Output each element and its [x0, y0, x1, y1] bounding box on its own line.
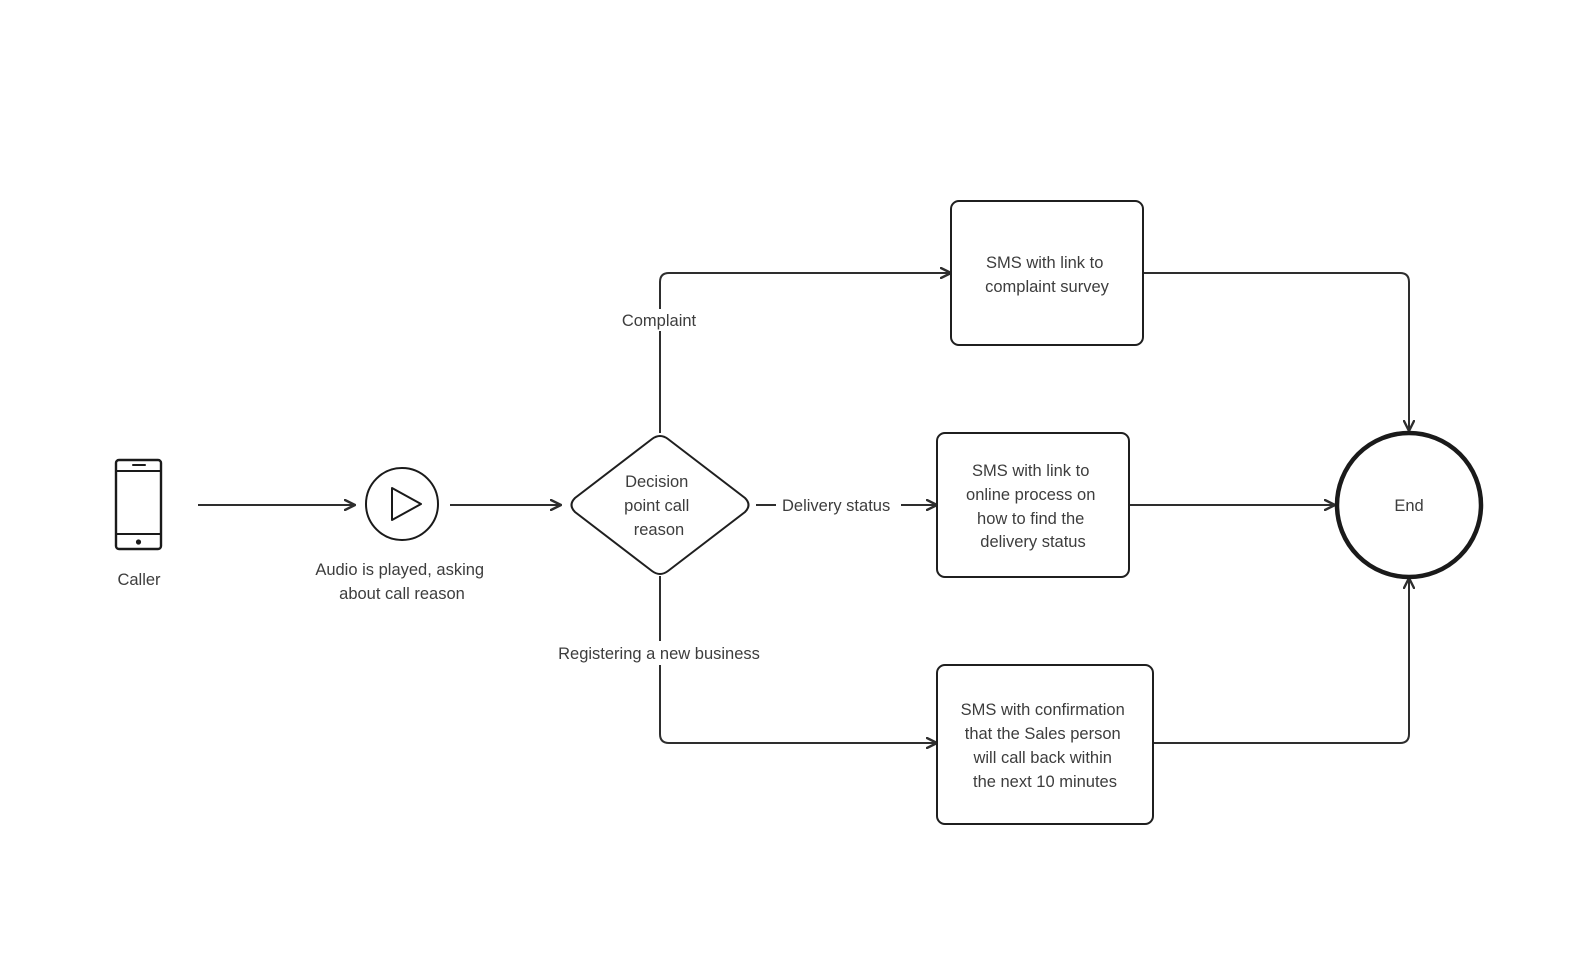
decision-label: Decision point call reason: [624, 473, 694, 539]
edge-complaint-to-end: [1142, 272, 1409, 430]
sms-sales-label: SMS with confirmation that the Sales per…: [961, 701, 1130, 791]
sms-complaint-label-line: SMS with link to: [986, 254, 1103, 272]
end-node: End: [1334, 430, 1484, 580]
sms-sales-label-line: SMS with confirmation: [961, 701, 1125, 719]
sms-complaint-label-line: complaint survey: [985, 278, 1110, 296]
decision-label-line: Decision: [625, 473, 688, 491]
decision-node: Decision point call reason: [570, 435, 750, 575]
caller-label: Caller: [117, 571, 161, 589]
sms-delivery-node: SMS with link to online process on how t…: [936, 432, 1130, 578]
edge-new-business-2: [659, 665, 936, 743]
sms-sales-label-line: that the Sales person: [965, 725, 1121, 743]
decision-label-line: reason: [634, 521, 684, 539]
edge-label-delivery: Delivery status: [782, 497, 890, 515]
audio-label: Audio is played, asking about call reaso…: [315, 561, 488, 603]
play-icon: [365, 467, 439, 541]
sms-complaint-label: SMS with link to complaint survey: [985, 254, 1110, 296]
audio-label-line: Audio is played, asking: [315, 561, 484, 579]
sms-delivery-label: SMS with link to online process on how t…: [966, 462, 1100, 551]
sms-complaint-node: SMS with link to complaint survey: [950, 200, 1144, 346]
edge-sales-to-end: [1153, 579, 1409, 744]
decision-label-line: point call: [624, 497, 689, 515]
edge-label-complaint: Complaint: [622, 312, 697, 330]
sms-sales-label-line: the next 10 minutes: [973, 773, 1117, 791]
sms-sales-node: SMS with confirmation that the Sales per…: [936, 664, 1154, 825]
phone-icon: [114, 458, 163, 551]
sms-delivery-label-line: how to find the: [977, 510, 1084, 528]
edge-label-new-business: Registering a new business: [558, 645, 760, 663]
sms-delivery-label-line: SMS with link to: [972, 462, 1089, 480]
sms-delivery-label-line: online process on: [966, 486, 1095, 504]
edge-complaint-2: [659, 273, 950, 309]
audio-label-line: about call reason: [339, 585, 465, 603]
sms-delivery-label-line: delivery status: [980, 533, 1085, 551]
end-label: End: [1394, 497, 1423, 515]
sms-sales-label-line: will call back within: [972, 749, 1111, 767]
